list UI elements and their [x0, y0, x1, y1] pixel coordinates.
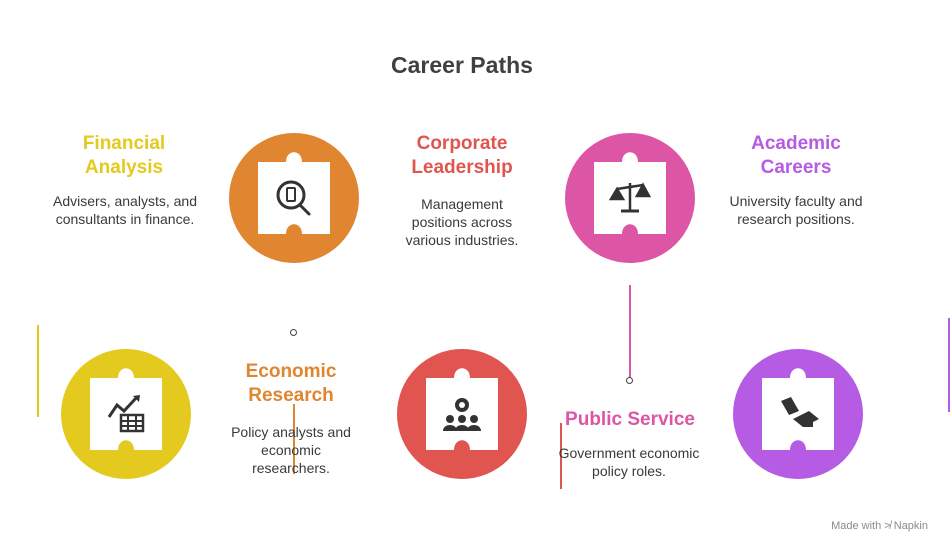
connector-line — [293, 404, 295, 474]
corporate-leadership-title: Corporate Leadership — [411, 133, 513, 178]
academic-careers-title: Academic Careers — [751, 133, 841, 178]
connector-dot — [290, 329, 297, 336]
economic-research-description: Policy analysts and economic researchers… — [231, 424, 351, 476]
connector-dot — [626, 377, 633, 384]
napkin-watermark: Made with ≯ Napkin — [831, 520, 928, 532]
people-gear-icon — [443, 398, 481, 431]
scales-icon — [608, 182, 652, 213]
financial-analysis-puzzle-circle — [229, 133, 359, 263]
connector-line — [629, 285, 631, 382]
chart-table-icon — [107, 395, 145, 433]
connector-line — [948, 318, 950, 412]
connector-line — [37, 325, 39, 417]
corporate-leadership-description: Management positions across various indu… — [405, 196, 519, 248]
financial-analysis-title: Financial Analysis — [82, 133, 166, 178]
economic-research-puzzle-circle — [61, 349, 191, 479]
diagram-title: Career Paths — [391, 52, 533, 78]
graduation-cap-icon — [781, 397, 819, 427]
public-service-puzzle-circle — [397, 349, 527, 479]
academic-careers-description: University faculty and research position… — [729, 193, 863, 227]
economic-research-title: Economic Research — [245, 361, 337, 406]
search-document-icon — [276, 180, 311, 216]
financial-analysis-description: Advisers, analysts, and consultants in f… — [53, 193, 197, 227]
public-service-title: Public Service — [565, 409, 695, 430]
academic-careers-puzzle-circle — [733, 349, 863, 479]
public-service-description: Government economic policy roles. — [558, 445, 700, 479]
corporate-leadership-puzzle-circle — [565, 133, 695, 263]
connector-line — [560, 423, 562, 489]
